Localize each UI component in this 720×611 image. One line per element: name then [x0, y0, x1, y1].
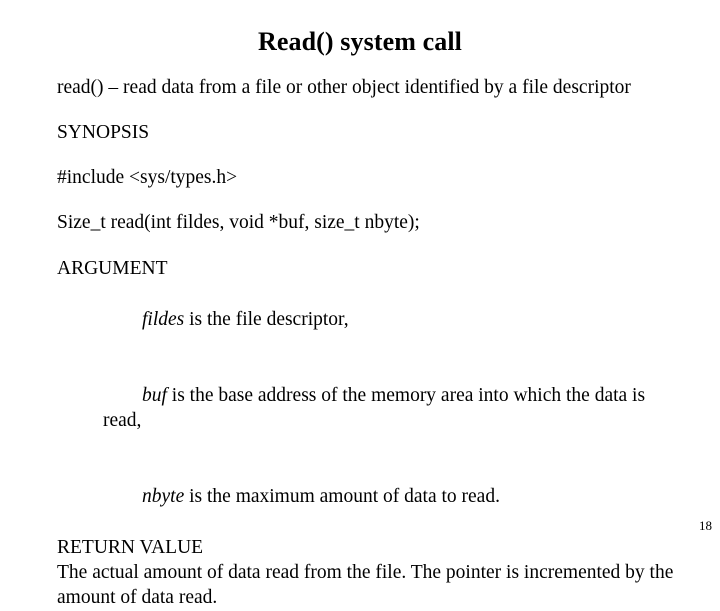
synopsis-heading: SYNOPSIS: [57, 121, 150, 143]
return-value-text: The actual amount of data read from the …: [57, 561, 679, 609]
argument-item-buf: buf is the base address of the memory ar…: [57, 357, 685, 458]
argument-heading: ARGUMENT: [57, 257, 168, 279]
argument-item-nbyte: nbyte is the maximum amount of data to r…: [57, 459, 685, 535]
page-number: 18: [699, 518, 712, 533]
slide-body: read() – read data from a file or other …: [57, 76, 685, 611]
synopsis-include-line: #include <sys/types.h>: [57, 166, 238, 188]
argument-name-fildes: fildes: [142, 308, 185, 330]
return-value-heading: RETURN VALUE: [57, 536, 204, 558]
read-description-paragraph: read() – read data from a file or other …: [57, 77, 631, 98]
page-title: Read() system call: [258, 27, 462, 56]
argument-name-buf: buf: [142, 384, 167, 406]
argument-name-nbyte: nbyte: [142, 485, 185, 507]
argument-item-fildes: fildes is the file descriptor,: [57, 281, 685, 357]
argument-section: ARGUMENT fildes is the file descriptor, …: [57, 256, 685, 611]
synopsis-prototype-line: Size_t read(int fildes, void *buf, size_…: [57, 211, 420, 233]
argument-desc-nbyte: is the maximum amount of data to read.: [184, 485, 500, 507]
slide: Read() system call read() – read data fr…: [57, 27, 712, 608]
argument-desc-fildes: is the file descriptor,: [184, 308, 349, 330]
argument-desc-buf: is the base address of the memory area i…: [103, 384, 650, 431]
